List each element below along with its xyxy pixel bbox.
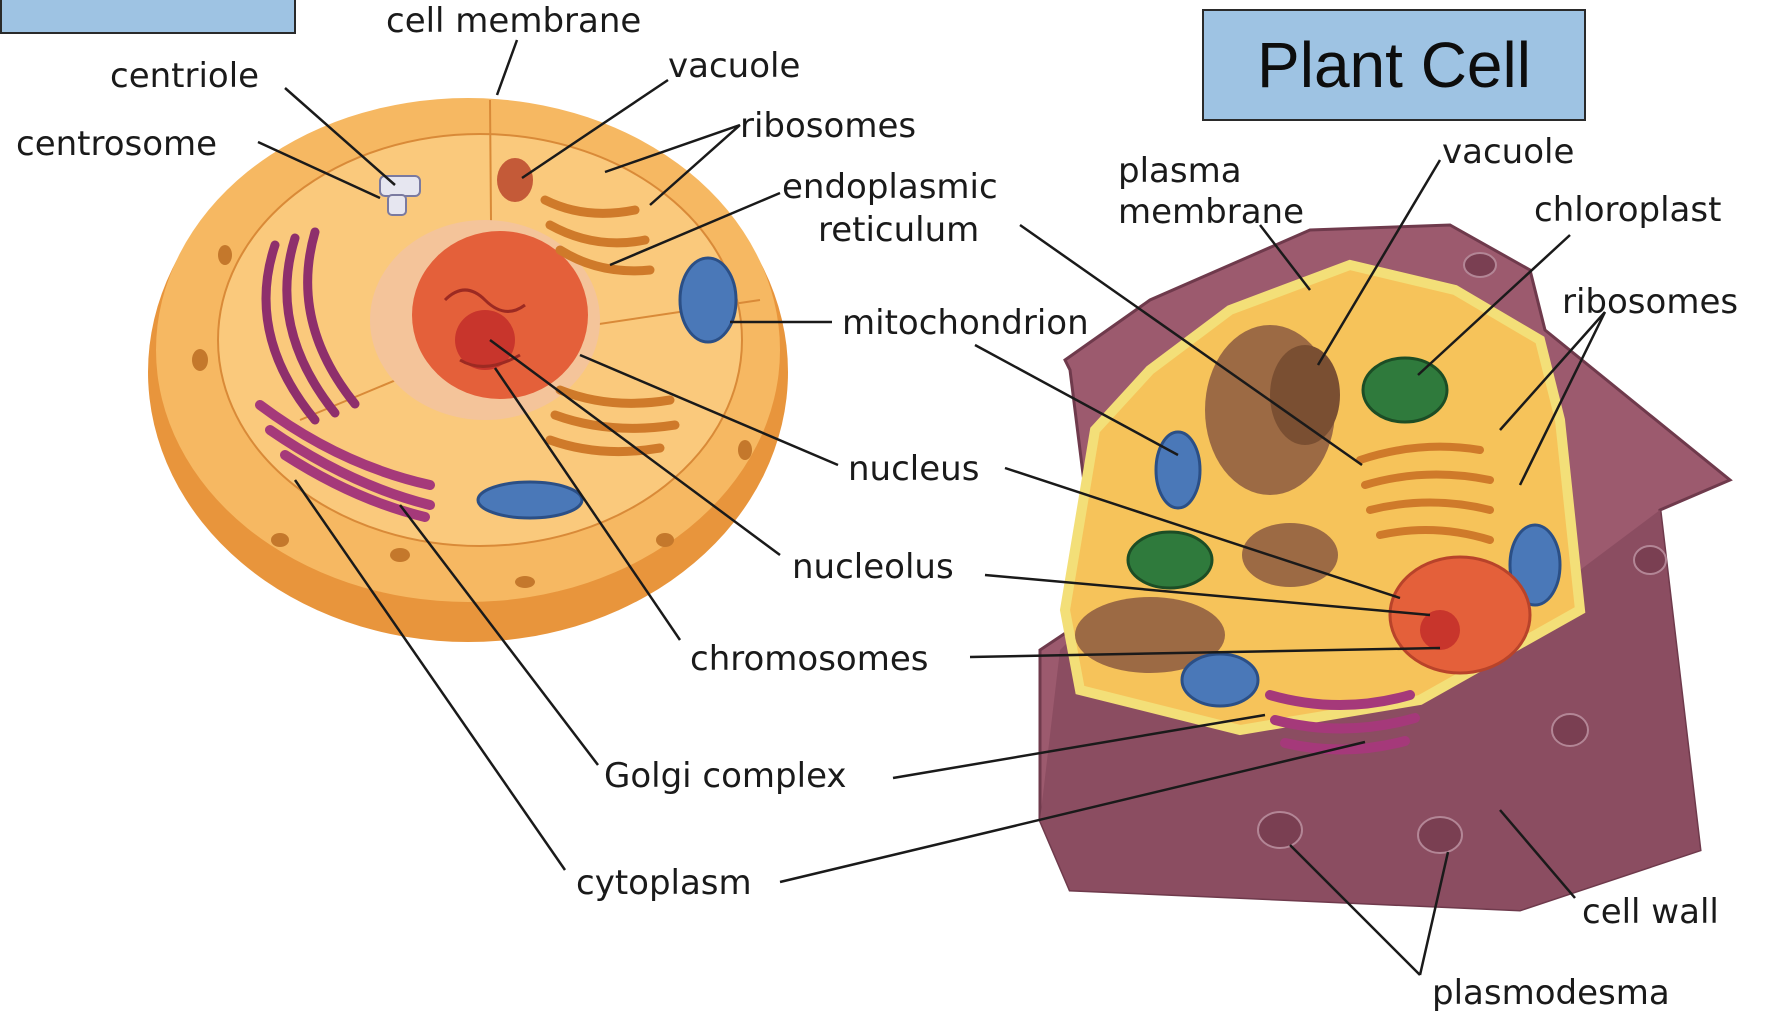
label-plant-vacuole: vacuole: [1442, 133, 1574, 171]
plant-mitochondrion-3: [1182, 654, 1258, 706]
animal-cell-title: [0, 0, 296, 34]
plant-chloroplast: [1363, 358, 1447, 422]
label-plasmodesma: plasmodesma: [1432, 974, 1670, 1012]
label-cytoplasm: cytoplasm: [576, 864, 752, 902]
label-plasma-line2: membrane: [1118, 193, 1304, 231]
plant-chloroplast-2: [1128, 532, 1212, 588]
label-animal-ribosomes: ribosomes: [740, 107, 916, 145]
label-er-line1: endoplasmic: [782, 168, 998, 206]
animal-cell: [148, 98, 788, 642]
label-golgi-complex: Golgi complex: [604, 757, 847, 795]
label-centrosome: centrosome: [16, 125, 217, 163]
plant-vacuole-inner: [1270, 345, 1340, 445]
animal-centriole: [380, 176, 420, 196]
animal-centrosome: [388, 195, 406, 215]
label-chloroplast: chloroplast: [1534, 191, 1721, 229]
plant-nucleolus: [1420, 610, 1460, 650]
animal-mitochondrion-2: [478, 482, 582, 518]
plant-cell-title: Plant Cell: [1202, 9, 1586, 121]
label-animal-vacuole: vacuole: [668, 47, 800, 85]
label-nucleolus: nucleolus: [792, 548, 954, 586]
plant-nucleus: [1390, 557, 1530, 673]
label-mitochondrion: mitochondrion: [842, 304, 1089, 342]
label-nucleus: nucleus: [848, 450, 979, 488]
animal-mitochondrion: [680, 258, 736, 342]
label-plant-ribosomes: ribosomes: [1562, 283, 1738, 321]
leader-cell-membrane: [497, 40, 517, 95]
animal-vacuole: [497, 158, 533, 202]
plant-cell: [1040, 225, 1730, 910]
label-cell-membrane: cell membrane: [386, 2, 641, 40]
plant-vacuole-3: [1242, 523, 1338, 587]
label-chromosomes: chromosomes: [690, 640, 928, 678]
label-plasma-line1: plasma: [1118, 152, 1242, 190]
label-er-line2: reticulum: [818, 211, 979, 249]
label-cell-wall: cell wall: [1582, 893, 1719, 931]
plant-cell-title-text: Plant Cell: [1257, 28, 1531, 102]
label-centriole: centriole: [110, 57, 259, 95]
plant-mitochondrion: [1156, 432, 1200, 508]
